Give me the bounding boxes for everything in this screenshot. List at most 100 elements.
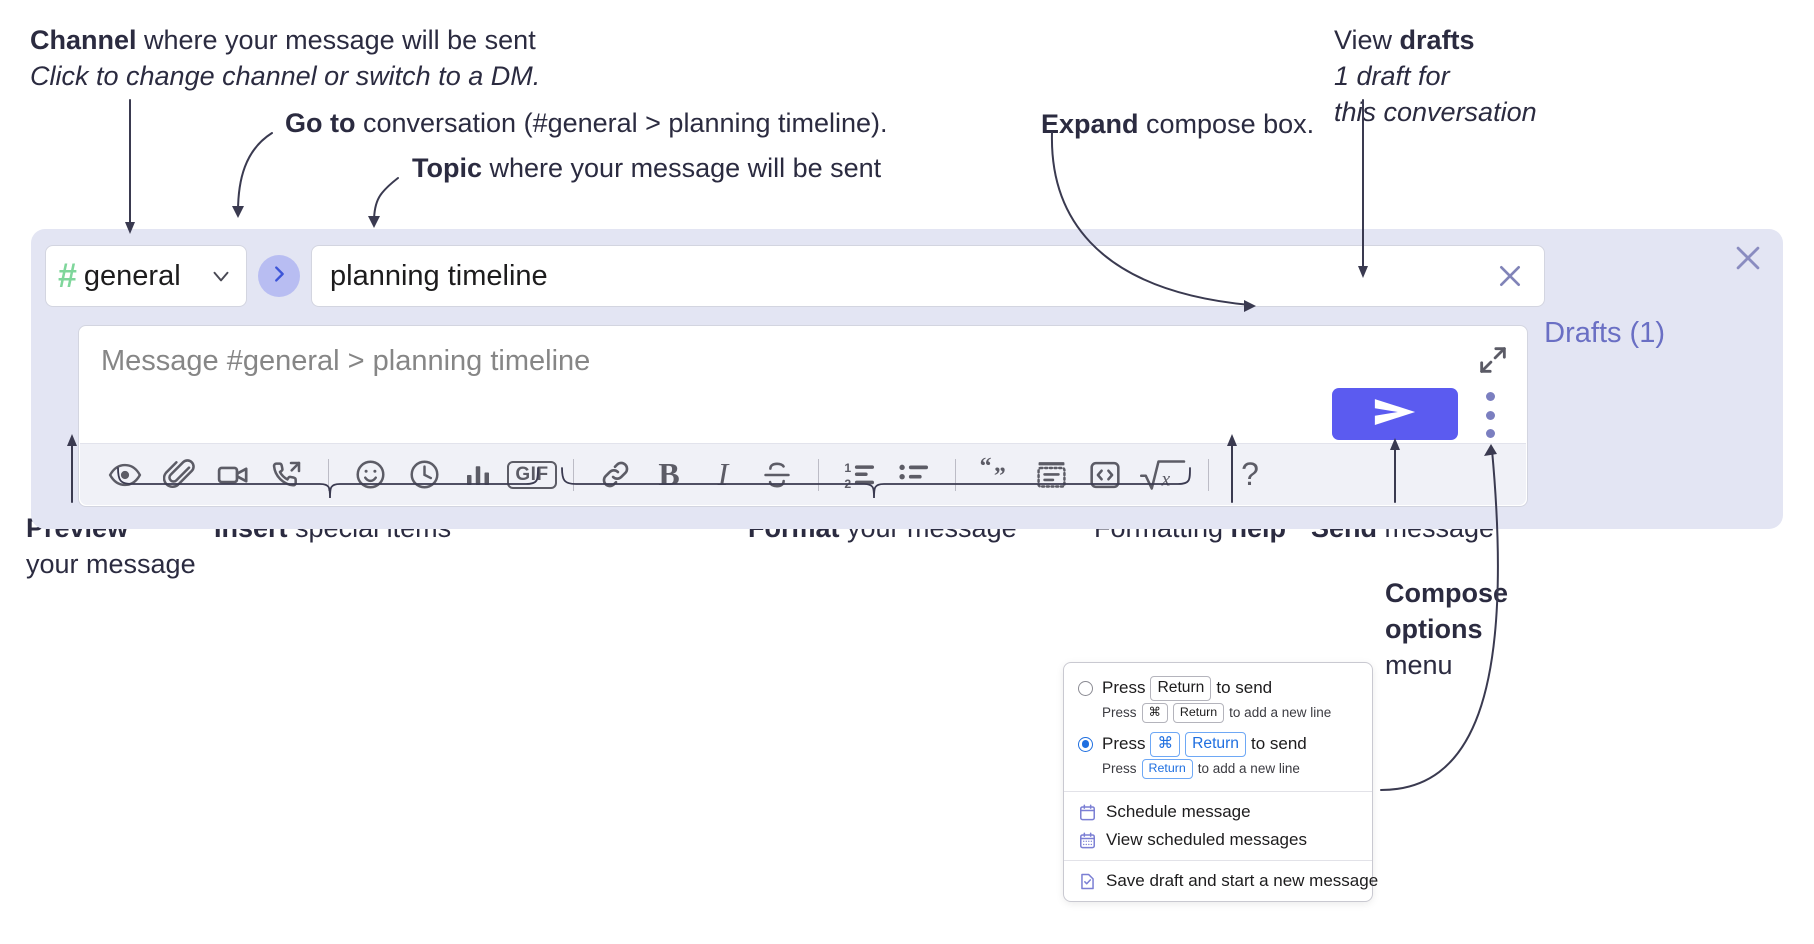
bulleted-list-icon[interactable] (887, 448, 941, 502)
clock-icon[interactable] (397, 448, 451, 502)
annotation-expand: Expand compose box. (1041, 106, 1314, 142)
annotation-topic-rest: where your message will be sent (482, 153, 882, 183)
menu-divider (1064, 860, 1372, 862)
suffix-text: to send (1251, 734, 1307, 754)
annotation-compose-rest: menu (1385, 650, 1453, 680)
arrow-topic (368, 216, 380, 228)
channel-name: general (83, 259, 181, 292)
leader-topic (373, 177, 399, 223)
hash-icon: # (58, 257, 77, 295)
compose-panel: # general planning timeline (31, 229, 1783, 529)
chevron-down-icon (208, 263, 234, 289)
press-text: Press (1102, 761, 1137, 777)
link-icon[interactable] (588, 448, 642, 502)
expand-icon[interactable] (1476, 343, 1510, 377)
strikethrough-icon[interactable] (750, 448, 804, 502)
message-input-box[interactable]: Message #general > planning timeline (78, 325, 1528, 507)
toolbar-separator (818, 458, 819, 491)
code-icon[interactable] (1078, 448, 1132, 502)
more-vertical-icon[interactable] (1477, 392, 1503, 438)
menu-item-schedule-message[interactable]: Schedule message (1064, 798, 1372, 826)
calendar-list-icon (1078, 831, 1097, 850)
blockquote-icon[interactable]: “ ” (970, 448, 1024, 502)
radio-option-cmd-return-to-send[interactable]: Press ⌘ Return to send (1064, 729, 1372, 759)
send-paper-plane-icon (1372, 395, 1418, 434)
goto-conversation-button[interactable] (258, 255, 300, 297)
annotation-preview-rest: your message (26, 549, 196, 579)
annotation-channel-bold: Channel (30, 25, 137, 55)
drafts-link[interactable]: Drafts (1) (1544, 317, 1665, 349)
menu-item-save-draft[interactable]: Save draft and start a new message (1064, 867, 1378, 895)
radio-option-label: Press ⌘ Return to send (1102, 732, 1307, 757)
toolbar-separator (1208, 458, 1209, 491)
toolbar-separator (955, 458, 956, 491)
phone-forward-icon[interactable] (260, 448, 314, 502)
annotation-channel: Channel where your message will be sent … (30, 22, 540, 94)
channel-picker[interactable]: # general (45, 245, 247, 307)
svg-text:1: 1 (844, 461, 851, 475)
annotation-compose-bold1: Compose (1385, 578, 1509, 608)
message-placeholder: Message #general > planning timeline (101, 345, 591, 377)
suffix-text: to send (1216, 678, 1273, 698)
close-icon[interactable] (1492, 258, 1528, 294)
annotation-goto-bold: Go to (285, 108, 356, 138)
compose-header-row: # general planning timeline (45, 244, 1545, 308)
close-icon[interactable] (1731, 241, 1765, 275)
topic-value: planning timeline (330, 259, 548, 292)
calendar-schedule-icon (1078, 803, 1097, 822)
annotation-compose-bold2: options (1385, 614, 1483, 644)
menu-item-label: Schedule message (1106, 802, 1251, 822)
annotation-expand-bold: Expand (1041, 109, 1139, 139)
bold-icon[interactable]: B (658, 456, 680, 492)
annotation-drafts-bold: drafts (1399, 25, 1475, 55)
math-sqrt-icon[interactable]: x (1132, 448, 1194, 502)
menu-item-view-scheduled-messages[interactable]: View scheduled messages (1064, 826, 1372, 854)
annotation-goto: Go to conversation (#general > planning … (285, 105, 888, 141)
key-return: Return (1141, 758, 1193, 780)
toolbar-separator (328, 458, 329, 491)
bar-chart-icon[interactable] (451, 448, 505, 502)
radio-button-selected[interactable] (1078, 736, 1093, 752)
key-return: Return (1185, 732, 1246, 757)
annotation-drafts: View drafts 1 draft for this conversatio… (1334, 22, 1537, 130)
save-draft-icon (1078, 872, 1097, 891)
toolbar-separator (573, 458, 574, 491)
annotation-expand-rest: compose box. (1138, 109, 1315, 139)
help-question-icon[interactable]: ? (1241, 456, 1259, 492)
annotation-topic-bold: Topic (412, 153, 482, 183)
send-button[interactable] (1332, 388, 1458, 440)
suffix-text: to add a new line (1197, 761, 1300, 777)
svg-text:”: ” (994, 463, 1006, 489)
ordered-list-icon[interactable]: 1 2 (833, 448, 887, 502)
formatting-toolbar: GIF B I (80, 443, 1526, 505)
menu-divider (1064, 791, 1372, 793)
topic-input[interactable]: planning timeline (311, 245, 1545, 307)
svg-text:x: x (1161, 469, 1171, 490)
key-command: ⌘ (1141, 702, 1168, 724)
italic-icon[interactable]: I (717, 456, 729, 492)
chevron-right-icon (268, 263, 290, 290)
menu-item-label: View scheduled messages (1106, 830, 1307, 850)
annotation-channel-rest: where your message will be sent (136, 25, 536, 55)
radio-button[interactable] (1078, 680, 1093, 696)
press-text: Press (1102, 678, 1146, 698)
video-camera-icon[interactable] (206, 448, 260, 502)
annotation-channel-italic: Click to change channel or switch to a D… (30, 61, 541, 91)
menu-item-label: Save draft and start a new message (1106, 871, 1379, 891)
annotation-drafts-italic1: 1 draft for (1334, 61, 1450, 91)
key-command: ⌘ (1150, 732, 1181, 757)
suffix-text: to add a new line (1229, 705, 1332, 721)
preview-icon[interactable] (98, 448, 152, 502)
annotation-goto-rest: conversation (#general > planning timeli… (355, 108, 888, 138)
press-text: Press (1102, 705, 1137, 721)
gif-icon[interactable]: GIF (505, 448, 559, 502)
compose-options-menu: Press Return to send Press ⌘ Return to a… (1063, 662, 1378, 903)
radio-option-1-sub: Press Return to add a new line (1064, 758, 1372, 786)
code-block-icon[interactable] (1024, 448, 1078, 502)
attachment-paperclip-icon[interactable] (152, 448, 206, 502)
emoji-smiley-icon[interactable] (343, 448, 397, 502)
radio-option-return-to-send[interactable]: Press Return to send (1064, 673, 1372, 703)
annotation-compose-options: Compose options menu (1385, 575, 1508, 683)
annotation-topic: Topic where your message will be sent (412, 150, 881, 186)
leader-goto (237, 132, 273, 213)
